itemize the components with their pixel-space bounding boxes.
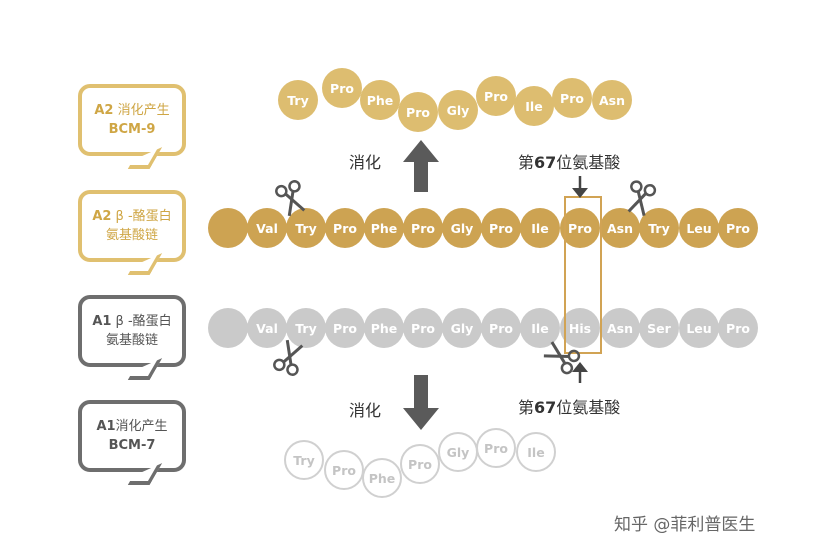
position-suffix: 位氨基酸	[556, 398, 621, 417]
amino-acid-bead: Ile	[520, 308, 560, 348]
arrow-down-icon	[572, 176, 588, 198]
variant-label: A2	[94, 103, 114, 118]
amino-acid-bead: Pro	[552, 78, 592, 118]
amino-acid-bead: Pro	[400, 444, 440, 484]
digest-label-top: 消化	[349, 153, 382, 172]
arrow-down-icon	[403, 375, 439, 430]
amino-acid-bead: Pro	[481, 208, 521, 248]
bubble-a1-chain: A1 β -酪蛋白 氨基酸链	[78, 295, 186, 367]
amino-acid-bead: Pro	[325, 208, 365, 248]
position-suffix: 位氨基酸	[556, 153, 621, 172]
amino-acid-bead: Val	[247, 308, 287, 348]
amino-acid-bead: Pro	[403, 208, 443, 248]
position-67-highlight	[564, 196, 602, 354]
bubble-text: 消化产生	[113, 103, 170, 118]
amino-acid-bead: Pro	[476, 428, 516, 468]
amino-acid-bead	[208, 308, 248, 348]
amino-acid-bead: Pro	[403, 308, 443, 348]
arrow-up-icon	[572, 362, 588, 383]
bubble-a1-bcm7: A1消化产生 BCM-7	[78, 400, 186, 472]
scissors-icon	[275, 180, 306, 217]
amino-acid-bead: Asn	[600, 308, 640, 348]
amino-acid-bead: Pro	[718, 308, 758, 348]
amino-acid-bead: Try	[286, 308, 326, 348]
amino-acid-bead: Pro	[324, 450, 364, 490]
amino-acid-bead: His	[560, 308, 600, 348]
amino-acid-bead: Pro	[325, 308, 365, 348]
variant-label: A1	[92, 314, 112, 329]
amino-acid-bead: Phe	[362, 458, 402, 498]
bubble-text: 氨基酸链	[105, 228, 158, 243]
amino-acid-bead: Gly	[442, 208, 482, 248]
variant-label: A2	[92, 209, 112, 224]
scissors-icon	[543, 341, 581, 375]
amino-acid-bead: Pro	[322, 68, 362, 108]
bcm-label: BCM-7	[108, 438, 156, 453]
amino-acid-bead: Gly	[442, 308, 482, 348]
position-67-label-top: 第67位氨基酸	[518, 149, 620, 173]
scissors-icon	[273, 339, 304, 376]
amino-acid-bead: Val	[247, 208, 287, 248]
bubble-text: β -酪蛋白	[111, 209, 172, 224]
amino-acid-bead: Ile	[516, 432, 556, 472]
bubble-text: 消化产生	[115, 419, 168, 434]
watermark: 知乎 @菲利普医生	[614, 515, 756, 535]
amino-acid-bead: Ile	[514, 86, 554, 126]
position-prefix: 第	[518, 398, 535, 417]
amino-acid-bead: Ile	[520, 208, 560, 248]
amino-acid-bead: Phe	[364, 308, 404, 348]
amino-acid-bead: Asn	[600, 208, 640, 248]
amino-acid-bead: Phe	[364, 208, 404, 248]
digest-label-bottom: 消化	[349, 401, 382, 420]
amino-acid-bead: Ser	[639, 308, 679, 348]
bubble-text: 氨基酸链	[105, 333, 158, 348]
bubble-text: β -酪蛋白	[111, 314, 172, 329]
position-number: 67	[534, 398, 557, 417]
bubble-a2-bcm9: A2 消化产生 BCM-9	[78, 84, 186, 156]
amino-acid-bead: Pro	[476, 76, 516, 116]
position-67-label-bottom: 第67位氨基酸	[518, 394, 620, 418]
position-number: 67	[534, 153, 557, 172]
amino-acid-bead: Leu	[679, 308, 719, 348]
arrow-up-icon	[403, 140, 439, 192]
bubble-a2-chain: A2 β -酪蛋白 氨基酸链	[78, 190, 186, 262]
bcm-label: BCM-9	[108, 122, 156, 137]
amino-acid-bead: Pro	[398, 92, 438, 132]
amino-acid-bead: Pro	[718, 208, 758, 248]
amino-acid-bead: Try	[278, 80, 318, 120]
amino-acid-bead: Phe	[360, 80, 400, 120]
amino-acid-bead: Try	[639, 208, 679, 248]
amino-acid-bead: Pro	[481, 308, 521, 348]
position-prefix: 第	[518, 153, 535, 172]
amino-acid-bead: Try	[284, 440, 324, 480]
amino-acid-bead: Asn	[592, 80, 632, 120]
amino-acid-bead: Pro	[560, 208, 600, 248]
amino-acid-bead: Leu	[679, 208, 719, 248]
scissors-icon	[627, 180, 657, 216]
amino-acid-bead: Gly	[438, 90, 478, 130]
variant-label: A1	[96, 419, 116, 434]
amino-acid-bead: Try	[286, 208, 326, 248]
amino-acid-bead	[208, 208, 248, 248]
